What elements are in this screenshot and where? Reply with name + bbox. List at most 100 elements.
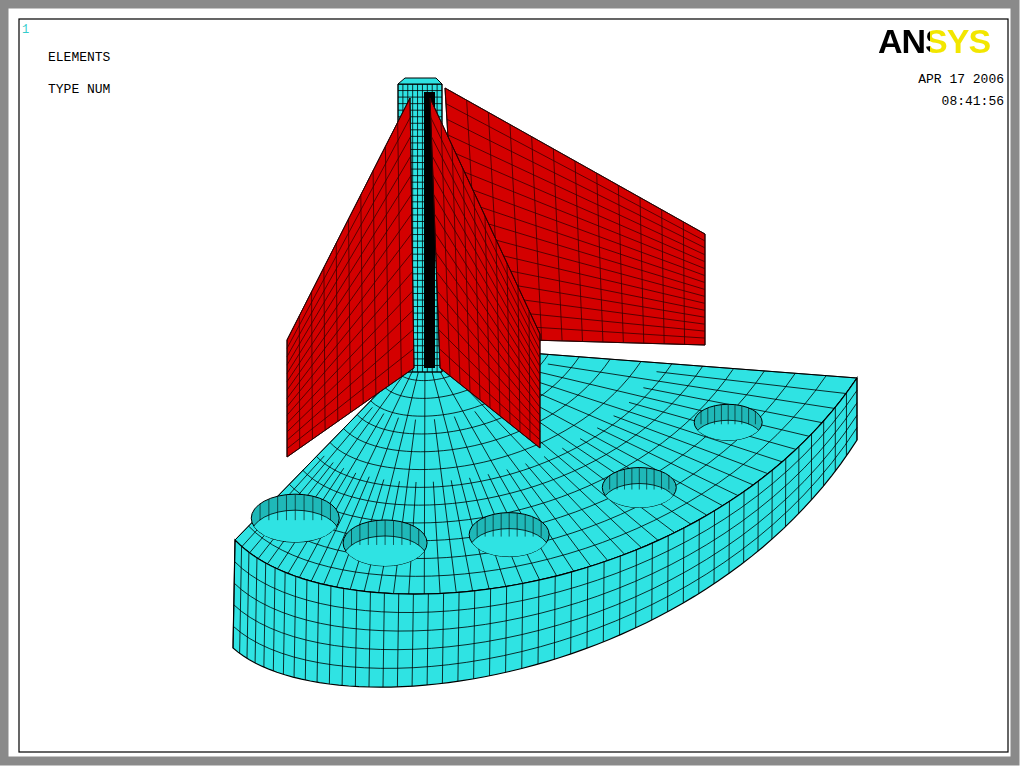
plot-time: 08:41:56	[942, 94, 1004, 110]
mesh-line	[728, 404, 729, 424]
mesh-line	[321, 494, 322, 520]
mesh-line	[287, 156, 411, 365]
hole-floor	[694, 420, 762, 456]
mesh-line	[624, 468, 625, 490]
mesh-line	[654, 468, 655, 490]
mesh-line	[493, 513, 494, 537]
mesh-line	[846, 393, 847, 456]
mesh-line	[438, 310, 540, 423]
mesh-line	[435, 233, 540, 391]
mesh-line	[287, 368, 414, 457]
mesh-line	[418, 520, 419, 545]
mesh-line	[434, 214, 540, 383]
mesh-line	[295, 494, 296, 520]
mesh-line	[554, 576, 556, 659]
mesh-line	[433, 482, 440, 594]
mesh-line	[683, 528, 685, 603]
mesh-line	[635, 550, 637, 628]
mesh-line	[427, 594, 428, 685]
plot-number: 1	[22, 22, 29, 38]
mesh-line	[757, 481, 758, 551]
mesh-line	[287, 291, 413, 424]
mesh-line	[743, 492, 744, 563]
mesh-line	[474, 591, 475, 679]
mesh-line	[317, 583, 319, 682]
mesh-line	[312, 494, 313, 520]
column-cap	[398, 78, 442, 84]
mesh-line	[823, 421, 824, 486]
plot-type: TYPE NUM	[48, 82, 110, 98]
mesh-line	[287, 117, 410, 348]
right-gusset-face	[430, 98, 540, 448]
mesh-line	[857, 378, 858, 440]
mesh-line	[454, 417, 522, 584]
mesh-line	[631, 468, 632, 490]
mesh-line	[412, 594, 413, 686]
mesh-line	[393, 520, 394, 545]
mesh-model	[233, 78, 857, 687]
mesh-line	[490, 589, 491, 676]
mesh-line	[668, 468, 669, 490]
mesh-line	[432, 156, 540, 359]
mesh-line	[287, 329, 413, 440]
mesh-line	[385, 520, 386, 545]
mesh-line	[287, 137, 411, 357]
mesh-line	[570, 572, 572, 654]
mesh-line	[383, 593, 384, 687]
mesh-line	[587, 567, 589, 648]
mesh-line	[651, 543, 653, 620]
mesh-line	[798, 447, 799, 514]
mesh-line	[714, 511, 715, 584]
mesh-line	[734, 404, 735, 424]
mesh-line	[434, 419, 456, 592]
mesh-line	[369, 592, 370, 687]
mesh-line	[501, 513, 502, 537]
mesh-line	[707, 404, 708, 424]
mesh-line	[234, 403, 857, 631]
mesh-line	[277, 494, 278, 520]
mesh-line	[741, 404, 742, 424]
mesh-line	[233, 428, 857, 669]
mesh-line	[247, 552, 249, 658]
mesh-line	[424, 365, 426, 594]
mesh-line	[728, 501, 729, 573]
mesh-line	[785, 459, 786, 527]
mesh-line	[771, 470, 772, 539]
mesh-line	[548, 364, 835, 408]
mesh-line	[294, 576, 296, 677]
left-gusset	[287, 98, 414, 457]
mesh-line	[442, 593, 443, 683]
mesh-line	[304, 494, 305, 520]
bolt-hole	[602, 468, 676, 524]
bolt-hole	[251, 494, 339, 558]
mesh-line	[286, 494, 287, 520]
mesh-line	[329, 586, 331, 684]
mesh-line	[264, 563, 266, 667]
mesh-line	[609, 468, 610, 490]
mesh-line	[255, 558, 257, 663]
mesh-line	[434, 194, 540, 374]
mesh-line	[439, 349, 540, 440]
mesh-line	[748, 404, 749, 424]
mesh-line	[458, 592, 459, 681]
mesh-line	[835, 407, 836, 471]
mesh-line	[698, 520, 700, 594]
mesh-line	[617, 468, 618, 490]
software-logo: ANSYS	[878, 22, 990, 60]
mesh-line	[233, 540, 235, 648]
window-frame	[4, 4, 1015, 761]
mesh-line	[398, 97, 442, 98]
mesh-line	[305, 580, 307, 680]
mesh-line	[287, 214, 412, 390]
mesh-line	[506, 586, 507, 672]
mesh-line	[401, 520, 402, 545]
mesh-line	[397, 594, 398, 687]
mesh-line	[287, 310, 413, 432]
mesh-line	[260, 494, 261, 520]
mesh-line	[287, 349, 414, 449]
mesh-line	[431, 137, 540, 351]
mesh-line	[721, 404, 722, 424]
mesh-line	[509, 513, 510, 537]
mesh-line	[517, 513, 518, 537]
